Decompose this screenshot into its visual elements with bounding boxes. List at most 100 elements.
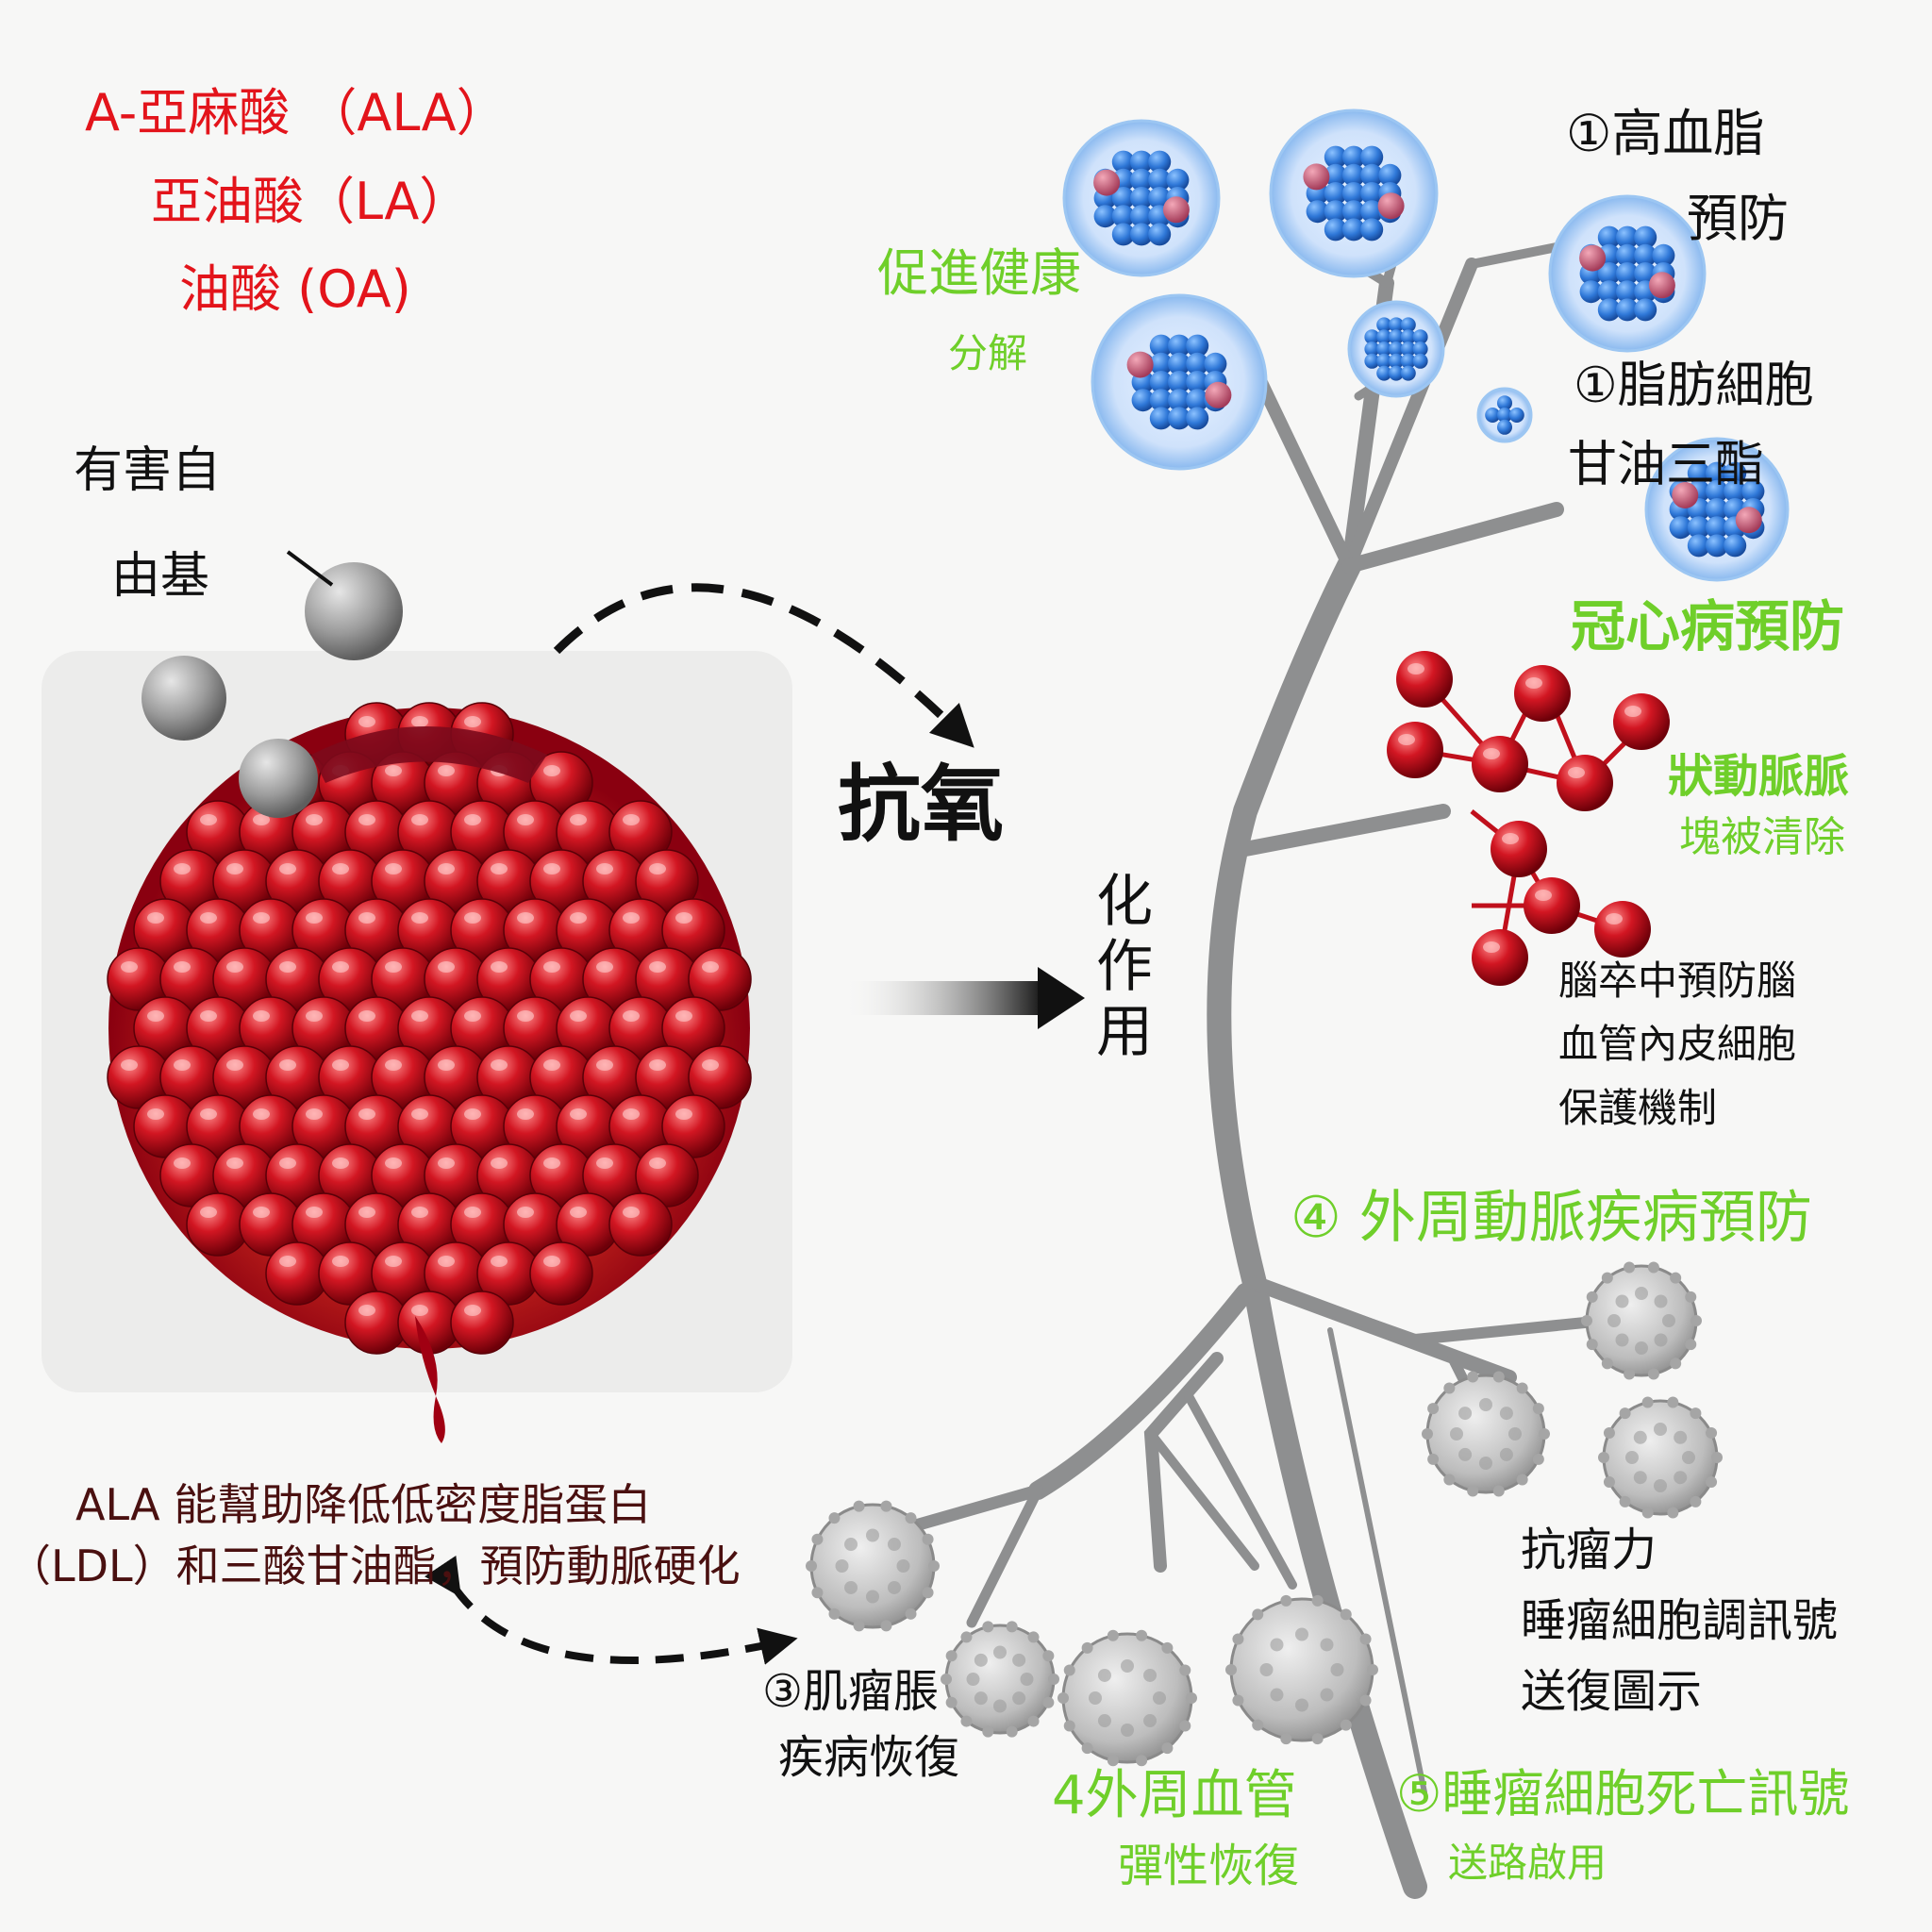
grey-cell-texture	[1097, 1668, 1111, 1682]
red-sphere-highlight	[464, 1305, 481, 1316]
red-molecule-highlight	[1535, 890, 1552, 901]
grey-cell	[1602, 1399, 1719, 1516]
grey-cell-bump	[982, 1621, 994, 1633]
blue-sphere	[1706, 516, 1728, 540]
blue-sphere	[1130, 187, 1153, 209]
grey-cell	[1585, 1264, 1698, 1377]
grey-cell-texture	[974, 1653, 988, 1667]
grey-cell-bump	[1467, 1485, 1479, 1497]
red-sphere-highlight	[517, 814, 534, 825]
pink-sphere	[1377, 192, 1405, 220]
antioxidant-label: 抗氧	[838, 756, 1005, 853]
grey-cell	[1425, 1374, 1546, 1494]
red-sphere-highlight	[385, 1158, 402, 1169]
grey-cell-bump	[1690, 1495, 1702, 1507]
grey-cell-bump	[1058, 1692, 1069, 1704]
red-sphere-highlight	[623, 814, 640, 825]
grey-cell-texture	[866, 1590, 879, 1604]
blue-sphere	[1376, 365, 1392, 381]
red-sphere-highlight	[306, 912, 323, 924]
grey-cell-bump	[1340, 1608, 1352, 1621]
grey-cell-bump	[1107, 1755, 1119, 1767]
blue-sphere	[1389, 329, 1404, 345]
blue-sphere	[1342, 182, 1365, 205]
red-sphere-highlight	[543, 765, 560, 776]
grey-cell-bump	[1063, 1664, 1075, 1676]
blue-sphere	[1724, 461, 1747, 485]
blue-sphere	[1508, 408, 1524, 423]
grey-cell	[944, 1624, 1056, 1735]
grey-cell-bump	[1619, 1407, 1631, 1420]
red-drip	[415, 1316, 445, 1443]
red-sphere-highlight	[675, 912, 692, 924]
blue-sphere	[1376, 329, 1392, 345]
red-sphere-highlight	[200, 912, 217, 924]
red-sphere-highlight	[226, 1059, 243, 1071]
blue-sphere	[1168, 352, 1191, 375]
red-sphere-highlight	[411, 1305, 428, 1316]
pink-sphere	[1205, 381, 1232, 408]
red-sphere-highlight	[358, 1108, 375, 1120]
red-sphere-highlight	[517, 1108, 534, 1120]
red-sphere-highlight	[358, 716, 375, 727]
blue-sphere	[1111, 223, 1135, 246]
grey-cell-texture	[1499, 1447, 1513, 1461]
red-molecule-highlight	[1407, 663, 1424, 675]
grey-cell-texture	[1121, 1659, 1134, 1673]
grey-cell	[1061, 1632, 1193, 1764]
blue-sphere	[1400, 365, 1416, 381]
grey-cell-bump	[960, 1715, 973, 1727]
red-sphere-highlight	[332, 863, 349, 874]
blue-sphere	[1360, 182, 1384, 205]
blue-sphere	[1204, 352, 1227, 375]
grey-cell-bump	[828, 1607, 841, 1620]
blue-sphere	[1131, 389, 1155, 412]
pink-sphere	[1648, 272, 1675, 299]
pink-sphere	[1162, 196, 1190, 224]
grey-cell-bump	[828, 1512, 841, 1524]
grey-cell-bump	[1179, 1664, 1191, 1676]
blue-sphere	[1376, 341, 1392, 357]
blue-sphere	[1149, 407, 1173, 430]
blue-sphere	[1597, 298, 1621, 322]
red-sphere-highlight	[649, 961, 666, 973]
grey-cell-bump	[1340, 1719, 1352, 1731]
grey-cell-bump	[1063, 1720, 1075, 1732]
blue-sphere	[1342, 200, 1365, 224]
grey-cell-bump	[922, 1533, 934, 1545]
grey-cell-texture	[1654, 1294, 1668, 1308]
grey-cell-bump	[1492, 1485, 1505, 1497]
action-char-3: 用	[1096, 999, 1153, 1065]
red-sphere-highlight	[174, 1158, 191, 1169]
action-char-2: 作	[1096, 934, 1153, 1000]
red-sphere-highlight	[491, 863, 508, 874]
grey-cell-bump	[1027, 1631, 1040, 1643]
blue-sphere	[1130, 168, 1153, 192]
red-sphere-highlight	[121, 961, 138, 973]
blue-sphere	[1616, 298, 1639, 322]
red-sphere	[608, 1192, 673, 1257]
antitumor-line3: 送復圖示	[1521, 1665, 1703, 1718]
grey-cell-texture	[993, 1699, 1007, 1713]
red-sphere-highlight	[174, 1059, 191, 1071]
grey-cell-bump	[1280, 1594, 1292, 1607]
grey-cell-bump	[1532, 1403, 1544, 1415]
grey-cell-texture	[1625, 1451, 1639, 1464]
blue-sphere	[1616, 225, 1639, 249]
grey-cell-texture	[993, 1645, 1007, 1659]
grey-cell-texture	[1635, 1341, 1648, 1355]
blue-sphere	[1111, 205, 1135, 228]
grey-cell-bump	[1367, 1664, 1378, 1675]
blue-sphere	[1687, 516, 1710, 540]
red-molecule	[1396, 651, 1453, 708]
grey-cell-texture	[1654, 1423, 1667, 1436]
grey-cell-texture	[1153, 1691, 1166, 1705]
grey-cell-bump	[1427, 1403, 1440, 1415]
blue-sphere	[1597, 280, 1621, 304]
red-sphere-highlight	[675, 1108, 692, 1120]
grey-cell-bump	[1647, 1368, 1659, 1380]
red-molecule	[1613, 693, 1670, 750]
antitumor-line1: 抗瘤力	[1521, 1524, 1657, 1576]
red-sphere-highlight	[543, 1256, 560, 1267]
grey-cell-texture	[1479, 1398, 1492, 1411]
